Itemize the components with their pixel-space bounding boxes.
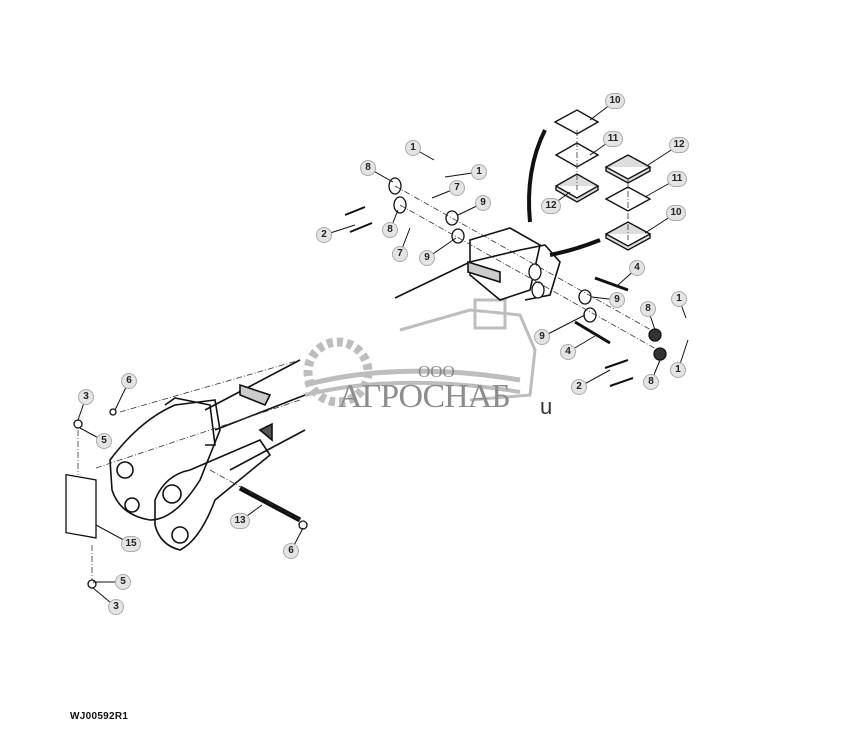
watermark-logo bbox=[303, 298, 537, 407]
callout-2: 2 bbox=[571, 379, 587, 395]
callout-8: 8 bbox=[360, 160, 376, 176]
callout-4: 4 bbox=[560, 344, 576, 360]
callout-6: 6 bbox=[283, 543, 299, 559]
callout-1: 1 bbox=[471, 164, 487, 180]
watermark-prefix: ООО bbox=[418, 362, 455, 381]
callout-5: 5 bbox=[96, 433, 112, 449]
callout-11: 11 bbox=[667, 171, 687, 187]
callout-4: 4 bbox=[629, 260, 645, 276]
callout-2: 2 bbox=[316, 227, 332, 243]
callout-12: 12 bbox=[541, 198, 561, 214]
watermark-suffix: u bbox=[540, 394, 553, 419]
callout-8: 8 bbox=[640, 301, 656, 317]
callout-15: 15 bbox=[121, 536, 141, 552]
callout-7: 7 bbox=[449, 180, 465, 196]
figure-id: WJ00592R1 bbox=[70, 711, 129, 722]
callout-8: 8 bbox=[382, 222, 398, 238]
callout-13: 13 bbox=[230, 513, 250, 529]
callout-11: 11 bbox=[603, 131, 623, 147]
callout-9: 9 bbox=[534, 329, 550, 345]
callout-8: 8 bbox=[643, 374, 659, 390]
callout-3: 3 bbox=[108, 599, 124, 615]
centerlines bbox=[77, 130, 666, 580]
callout-leaders bbox=[77, 100, 689, 608]
hardware bbox=[65, 177, 667, 589]
callout-9: 9 bbox=[475, 195, 491, 211]
callout-1: 1 bbox=[670, 362, 686, 378]
callout-1: 1 bbox=[405, 140, 421, 156]
callout-6: 6 bbox=[121, 373, 137, 389]
callout-10: 10 bbox=[666, 205, 686, 221]
callout-9: 9 bbox=[419, 250, 435, 266]
callout-7: 7 bbox=[392, 246, 408, 262]
callout-5: 5 bbox=[115, 574, 131, 590]
callout-9: 9 bbox=[609, 292, 625, 308]
pads-and-shims bbox=[527, 109, 652, 257]
callout-1: 1 bbox=[671, 291, 687, 307]
callout-12: 12 bbox=[669, 137, 689, 153]
callout-3: 3 bbox=[78, 389, 94, 405]
callout-10: 10 bbox=[605, 93, 625, 109]
arrow bbox=[527, 129, 547, 223]
watermark-name: АГРОСНАБ bbox=[338, 378, 511, 415]
